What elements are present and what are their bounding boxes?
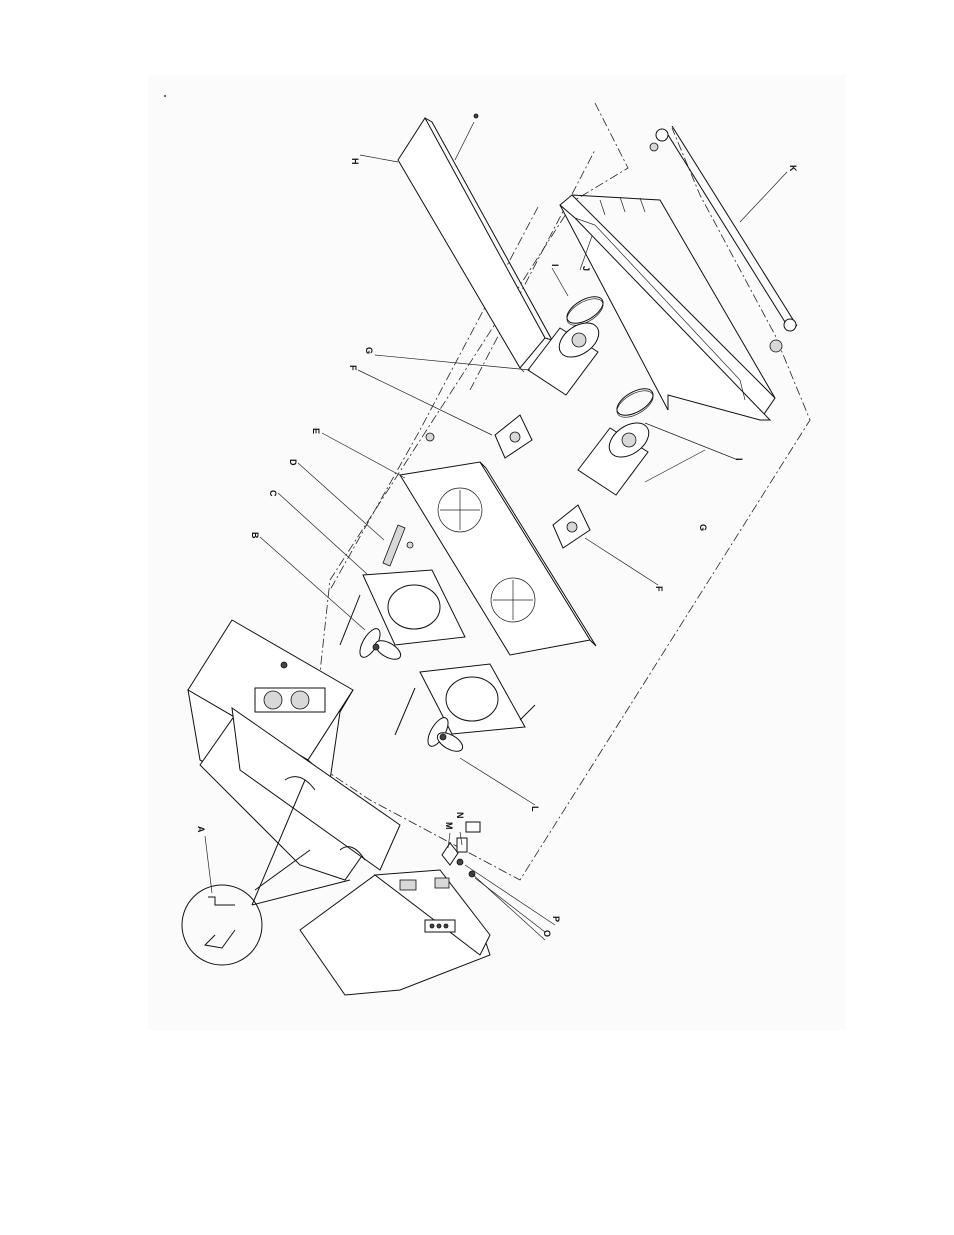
callout-f-upper: F — [348, 365, 358, 371]
callout-f-lower: F — [654, 586, 664, 592]
fitting-icon — [784, 319, 796, 331]
callout-g-lower: G — [698, 524, 708, 531]
callout-m: M — [444, 822, 454, 830]
callout-h: H — [350, 158, 360, 165]
fitting-icon — [656, 129, 668, 141]
callout-n: N — [455, 812, 465, 819]
scan-speck — [164, 95, 166, 97]
callout-i-upper: I — [550, 264, 560, 267]
callout-i-lower: I — [734, 458, 744, 461]
fan-opening-icon — [291, 691, 309, 709]
screw-icon — [474, 114, 478, 118]
callout-g-upper: G — [364, 347, 374, 354]
fan-opening-icon — [264, 691, 282, 709]
callout-j: J — [581, 266, 591, 271]
callout-l: L — [530, 806, 540, 812]
callout-o: O — [542, 930, 552, 937]
callout-k: K — [788, 165, 798, 172]
callout-c: C — [268, 490, 278, 497]
callout-p: P — [551, 916, 561, 922]
callout-d: D — [288, 459, 298, 466]
callout-e: E — [311, 428, 321, 434]
callout-b: B — [250, 532, 260, 539]
callout-a: A — [196, 826, 206, 833]
